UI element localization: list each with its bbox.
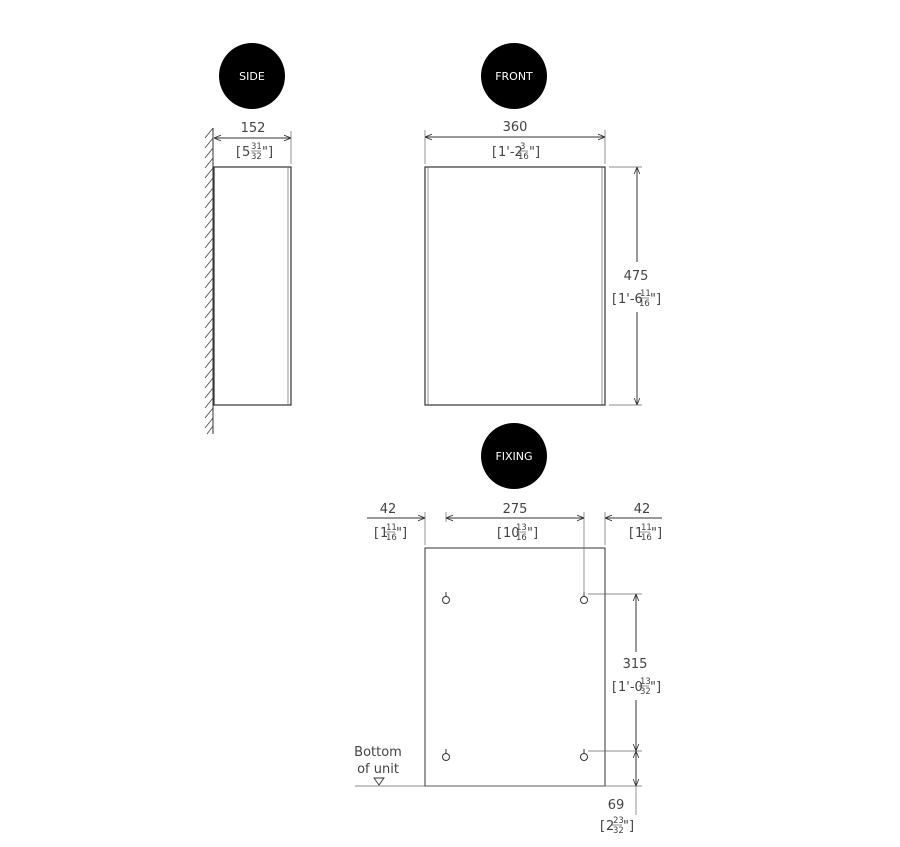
fixing-view: 42 [ 1 11 16 "] 275 [ 10 13 16 "] 42 [ 1… — [354, 502, 663, 836]
svg-text:16: 16 — [518, 152, 529, 162]
svg-text:1'-0: 1'-0 — [618, 680, 643, 695]
svg-text:32: 32 — [613, 826, 624, 836]
svg-text:16: 16 — [386, 533, 397, 543]
svg-text:1: 1 — [635, 526, 643, 541]
svg-text:11: 11 — [640, 289, 651, 299]
svg-text:16: 16 — [516, 533, 527, 543]
fixing-view-label: FIXING — [495, 450, 532, 463]
fixing-right-mm: 42 — [634, 502, 651, 517]
front-view: 360 [ 1'-2 3 16 "] 475 [ 1'-6 11 16 "] — [424, 120, 662, 406]
front-view-badge: FRONT — [481, 43, 547, 109]
svg-text:"]: "] — [650, 292, 661, 307]
svg-text:32: 32 — [251, 152, 262, 162]
svg-text:11: 11 — [386, 523, 397, 533]
svg-text:[: [ — [629, 526, 634, 541]
side-depth-imperial: [ 5 31 32 "] — [236, 142, 273, 162]
side-view-label: SIDE — [239, 70, 265, 83]
svg-text:"]: "] — [262, 145, 273, 160]
side-view: 152 [ 5 31 32 "] — [204, 121, 292, 435]
svg-text:[: [ — [612, 292, 617, 307]
fixing-backplate — [424, 547, 606, 787]
level-marker-icon — [373, 777, 385, 786]
fixing-spacing-mm: 275 — [503, 502, 528, 517]
fixing-right-imperial: [ 1 11 16 "] — [629, 523, 662, 543]
keyhole-icon — [580, 749, 588, 761]
keyhole-icon — [442, 592, 450, 604]
front-width-imperial: [ 1'-2 3 16 "] — [492, 142, 540, 162]
side-depth-mm: 152 — [241, 121, 266, 136]
svg-text:13: 13 — [516, 523, 527, 533]
svg-text:11: 11 — [641, 523, 652, 533]
side-unit-body — [213, 166, 292, 406]
svg-text:"]: "] — [527, 526, 538, 541]
svg-text:"]: "] — [650, 680, 661, 695]
svg-text:[: [ — [497, 526, 502, 541]
svg-text:32: 32 — [640, 687, 651, 697]
front-height-imperial: [ 1'-6 11 16 "] — [612, 289, 661, 309]
front-height-mm: 475 — [624, 269, 649, 284]
svg-text:1'-2: 1'-2 — [498, 145, 523, 160]
svg-text:[: [ — [236, 145, 241, 160]
fixing-spacing-imperial: [ 10 13 16 "] — [497, 523, 538, 543]
svg-text:5: 5 — [242, 145, 250, 160]
svg-text:10: 10 — [503, 526, 520, 541]
front-view-label: FRONT — [495, 70, 533, 83]
svg-text:1'-6: 1'-6 — [618, 292, 643, 307]
svg-text:"]: "] — [396, 526, 407, 541]
fixing-vertical-imperial: [ 1'-0 13 32 "] — [612, 677, 661, 697]
svg-text:23: 23 — [613, 816, 624, 826]
svg-text:3: 3 — [520, 142, 525, 152]
front-unit-body — [424, 166, 606, 406]
svg-text:31: 31 — [251, 142, 262, 152]
svg-text:"]: "] — [651, 526, 662, 541]
svg-text:[: [ — [374, 526, 379, 541]
fixing-left-mm: 42 — [380, 502, 397, 517]
wall-hatch — [204, 127, 214, 435]
front-width-mm: 360 — [503, 120, 528, 135]
side-view-badge: SIDE — [219, 43, 285, 109]
fixing-vertical-mm: 315 — [623, 657, 648, 672]
fixing-bottom-mm: 69 — [608, 798, 625, 813]
svg-text:1: 1 — [380, 526, 388, 541]
svg-text:2: 2 — [606, 819, 614, 834]
svg-text:[: [ — [492, 145, 497, 160]
fixing-bottom-imperial: [ 2 23 32 "] — [600, 816, 634, 836]
keyhole-icon — [442, 749, 450, 761]
svg-text:13: 13 — [640, 677, 651, 687]
fixing-view-badge: FIXING — [481, 423, 547, 489]
svg-text:"]: "] — [623, 819, 634, 834]
svg-text:[: [ — [600, 819, 605, 834]
svg-text:16: 16 — [641, 533, 652, 543]
svg-text:16: 16 — [639, 299, 650, 309]
svg-text:[: [ — [612, 680, 617, 695]
bottom-of-unit-label-line2: of unit — [357, 762, 399, 777]
bottom-of-unit-label-line1: Bottom — [354, 745, 402, 760]
svg-text:"]: "] — [529, 145, 540, 160]
keyhole-icon — [580, 592, 588, 604]
fixing-left-imperial: [ 1 11 16 "] — [374, 523, 407, 543]
